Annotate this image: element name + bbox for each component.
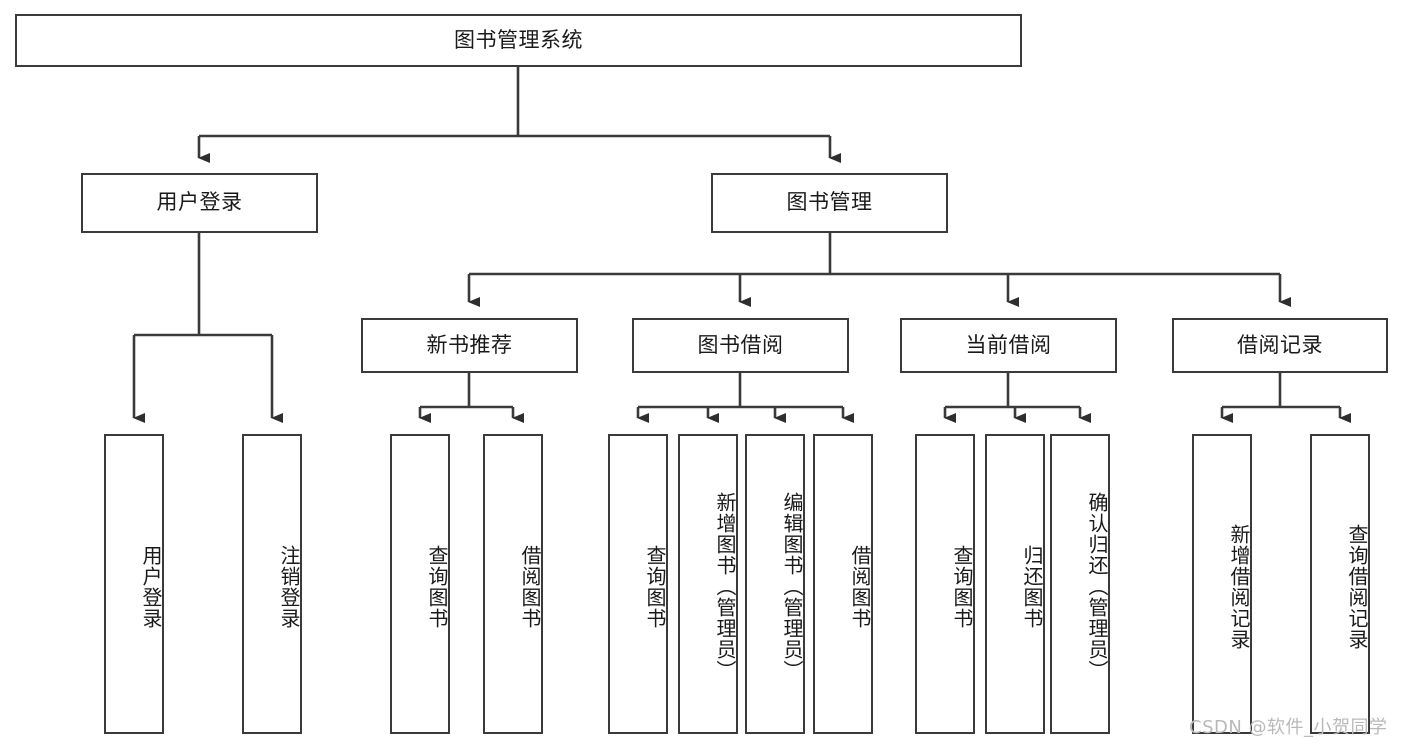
node-label: 新书推荐 [426, 332, 513, 357]
watermark-text: CSDN @软件_小贺同学 [1189, 717, 1388, 738]
node-user-login[interactable]: 用户登录 [81, 173, 318, 233]
node-label: 查询借阅记录 [1345, 524, 1369, 650]
node-label: 借阅记录 [1237, 332, 1323, 357]
node-label: 新增图书（管理员） [713, 491, 737, 681]
node-label: 用户登录 [156, 190, 243, 215]
node-label: 确认归还（管理员） [1085, 491, 1109, 681]
node-label: 图书管理 [786, 190, 873, 215]
node-new-book-recommendation[interactable]: 新书推荐 [361, 318, 578, 373]
node-book-borrow[interactable]: 图书借阅 [632, 318, 849, 373]
node-current-borrow[interactable]: 当前借阅 [900, 318, 1117, 373]
leaf-query-books-recommendation[interactable]: 查询图书 [390, 434, 450, 734]
leaf-query-books-borrow[interactable]: 查询图书 [608, 434, 668, 734]
leaf-borrow-books-recommendation[interactable]: 借阅图书 [483, 434, 543, 734]
node-label: 借阅图书 [518, 545, 542, 629]
node-label: 归还图书 [1020, 545, 1044, 629]
node-label: 借阅图书 [848, 545, 872, 629]
leaf-query-books-current[interactable]: 查询图书 [915, 434, 975, 734]
node-label: 查询图书 [950, 545, 974, 629]
node-label: 查询图书 [425, 545, 449, 629]
leaf-borrow-books[interactable]: 借阅图书 [813, 434, 873, 734]
node-label: 当前借阅 [965, 332, 1052, 357]
node-label: 查询图书 [643, 545, 667, 629]
node-label: 编辑图书（管理员） [780, 491, 804, 681]
leaf-confirm-return-admin[interactable]: 确认归还（管理员） [1050, 434, 1110, 734]
node-root-system[interactable]: 图书管理系统 [15, 14, 1022, 67]
leaf-query-borrow-record[interactable]: 查询借阅记录 [1310, 434, 1370, 734]
node-borrow-record[interactable]: 借阅记录 [1172, 318, 1388, 373]
node-label: 用户登录 [139, 545, 163, 629]
node-label: 图书管理系统 [454, 27, 583, 52]
leaf-user-login[interactable]: 用户登录 [104, 434, 164, 734]
leaf-return-books[interactable]: 归还图书 [985, 434, 1045, 734]
leaf-edit-book-admin[interactable]: 编辑图书（管理员） [745, 434, 805, 734]
leaf-add-borrow-record[interactable]: 新增借阅记录 [1192, 434, 1252, 734]
node-label: 新增借阅记录 [1227, 524, 1251, 650]
leaf-add-book-admin[interactable]: 新增图书（管理员） [678, 434, 738, 734]
leaf-logout[interactable]: 注销登录 [242, 434, 302, 734]
node-book-management[interactable]: 图书管理 [711, 173, 948, 233]
node-label: 注销登录 [277, 545, 301, 629]
node-label: 图书借阅 [697, 332, 784, 357]
